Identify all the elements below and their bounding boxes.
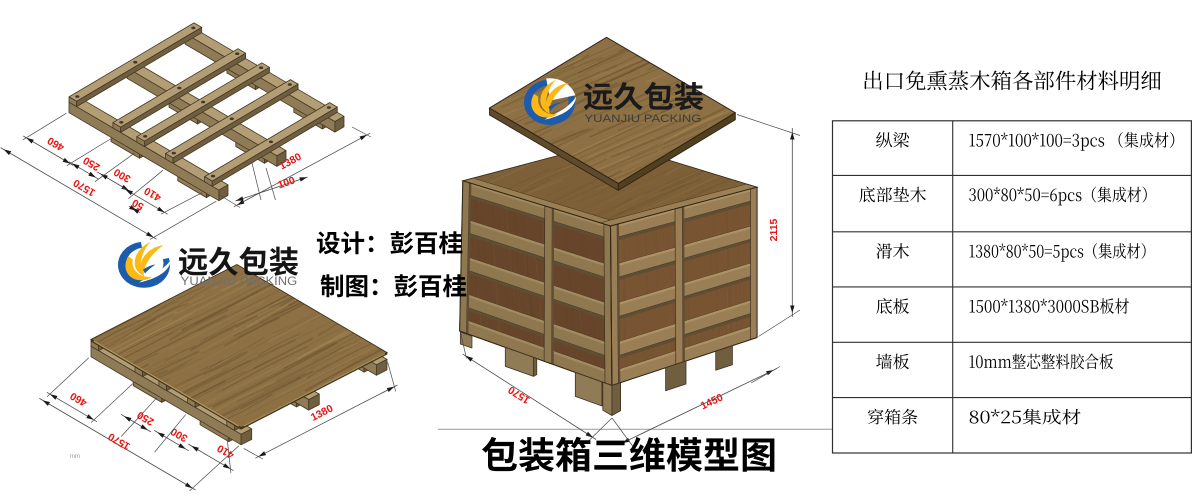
svg-text:YUANJIU PACKING: YUANJIU PACKING [584, 113, 701, 125]
svg-text:mm: mm [70, 454, 80, 460]
svg-text:YUANJIU PACKING: YUANJIU PACKING [181, 276, 298, 288]
svg-text:2115: 2115 [768, 218, 780, 241]
svg-text:100: 100 [276, 174, 297, 191]
svg-text:50: 50 [130, 196, 146, 212]
